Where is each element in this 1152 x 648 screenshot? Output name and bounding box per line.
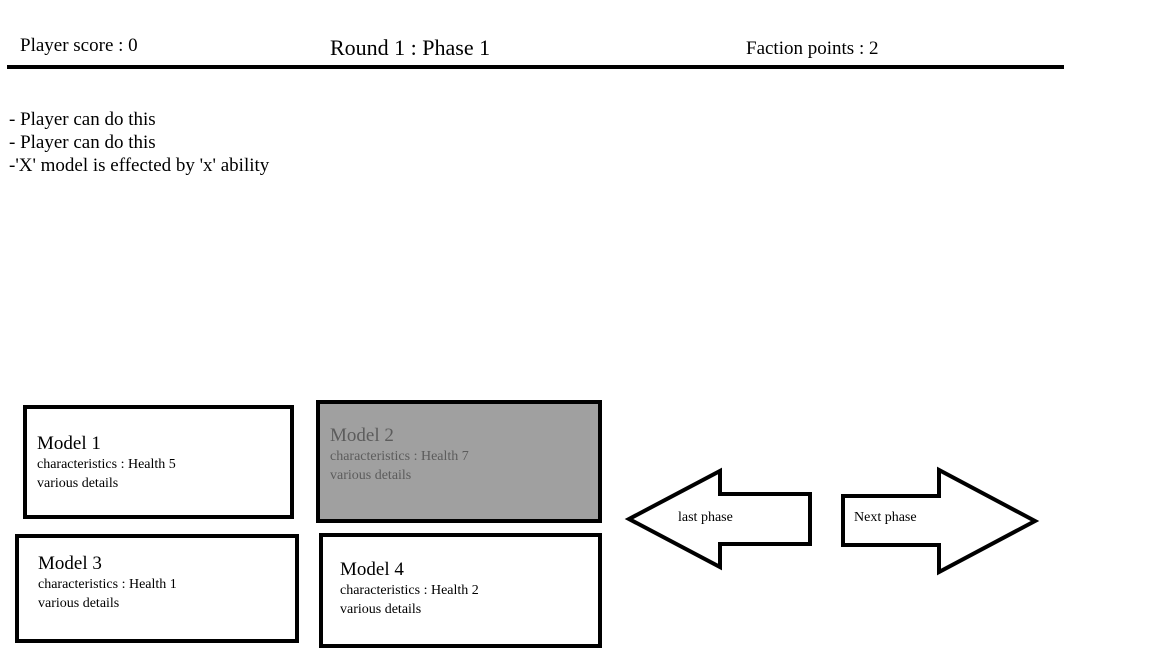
header-divider (7, 65, 1064, 69)
model-details: various details (37, 476, 119, 491)
instruction-item: - Player can do this (9, 109, 156, 130)
model-card-3[interactable]: Model 3 characteristics : Health 1 vario… (15, 534, 299, 643)
model-name: Model 1 (37, 433, 101, 454)
instruction-item: - Player can do this (9, 132, 156, 153)
next-phase-label: Next phase (854, 510, 917, 525)
model-details: various details (330, 468, 412, 483)
model-characteristics: characteristics : Health 1 (38, 577, 177, 592)
model-characteristics: characteristics : Health 2 (340, 583, 479, 598)
model-name: Model 3 (38, 553, 102, 574)
model-details: various details (38, 596, 120, 611)
model-card-2[interactable]: Model 2 characteristics : Health 7 vario… (316, 400, 602, 523)
round-phase-title: Round 1 : Phase 1 (330, 35, 491, 60)
faction-points: Faction points : 2 (746, 38, 879, 59)
instructions-list: - Player can do this - Player can do thi… (9, 108, 269, 177)
model-card-4[interactable]: Model 4 characteristics : Health 2 vario… (319, 533, 602, 648)
instruction-item: -'X' model is effected by 'x' ability (9, 155, 270, 176)
model-name: Model 2 (330, 425, 394, 446)
model-card-1[interactable]: Model 1 characteristics : Health 5 vario… (23, 405, 294, 519)
model-characteristics: characteristics : Health 5 (37, 457, 176, 472)
model-name: Model 4 (340, 559, 404, 580)
model-details: various details (340, 602, 422, 617)
model-characteristics: characteristics : Health 7 (330, 449, 469, 464)
last-phase-label: last phase (678, 510, 733, 525)
player-score: Player score : 0 (20, 35, 138, 56)
